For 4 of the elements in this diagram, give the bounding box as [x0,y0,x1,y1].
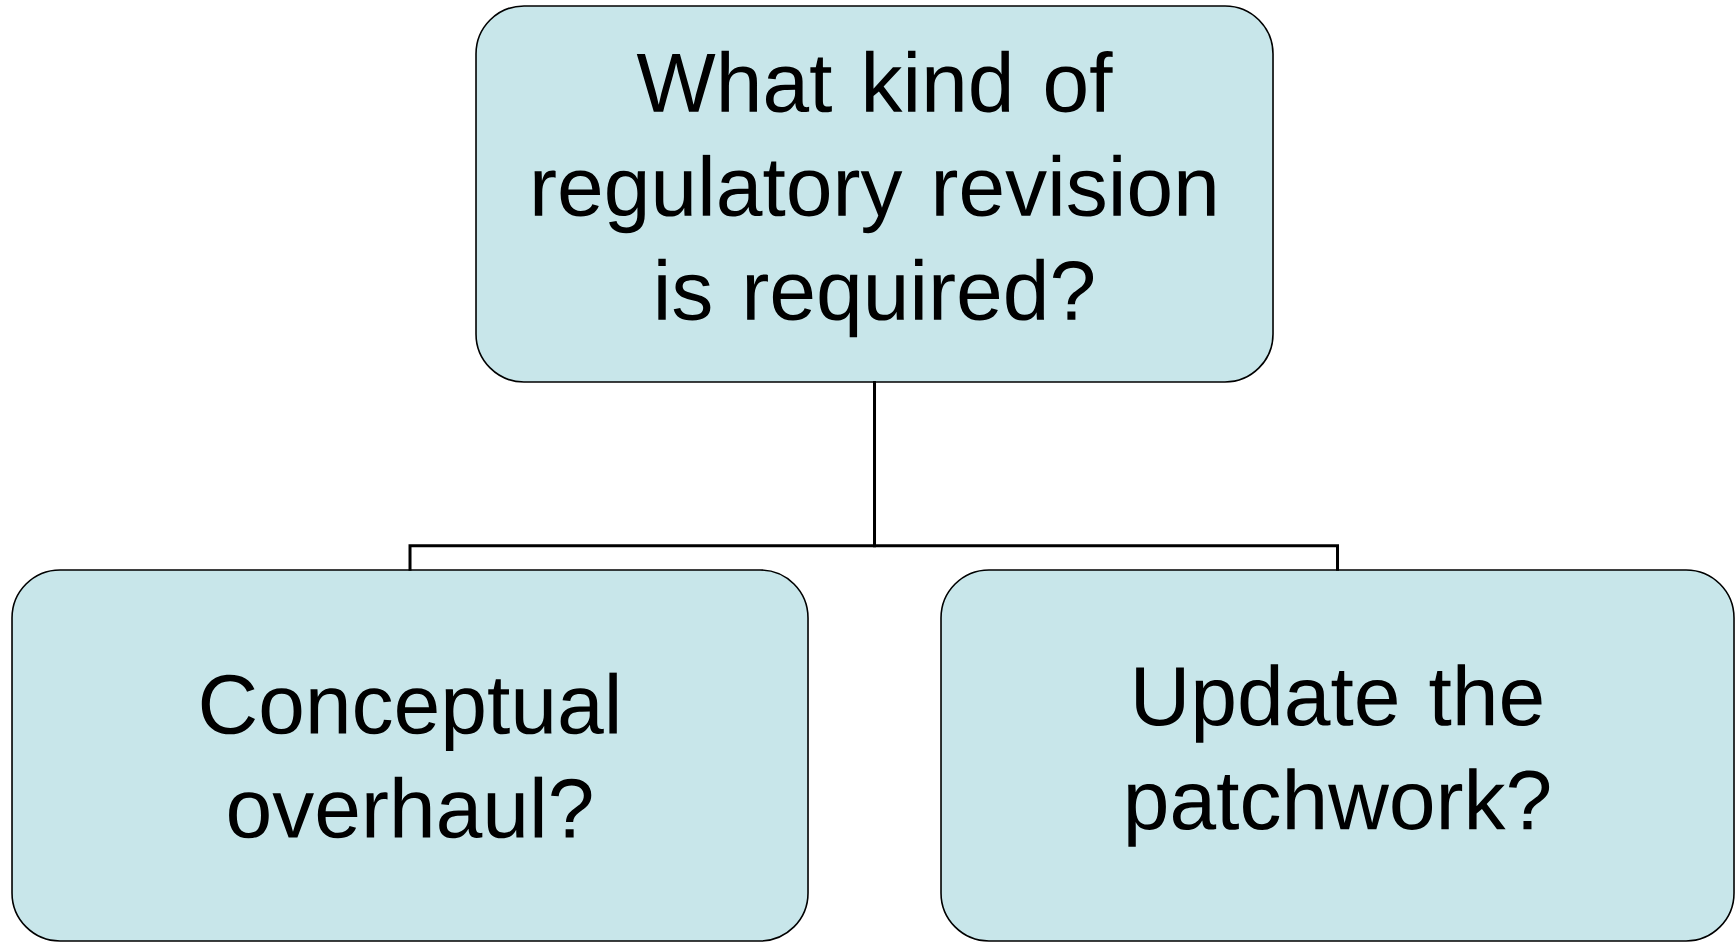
question-box: Update the patchwork? [940,569,1735,942]
connector-line [873,381,1339,571]
question-box: What kind of regulatory revision is required? [475,5,1274,383]
question-box: Conceptual overhaul? [11,569,809,942]
